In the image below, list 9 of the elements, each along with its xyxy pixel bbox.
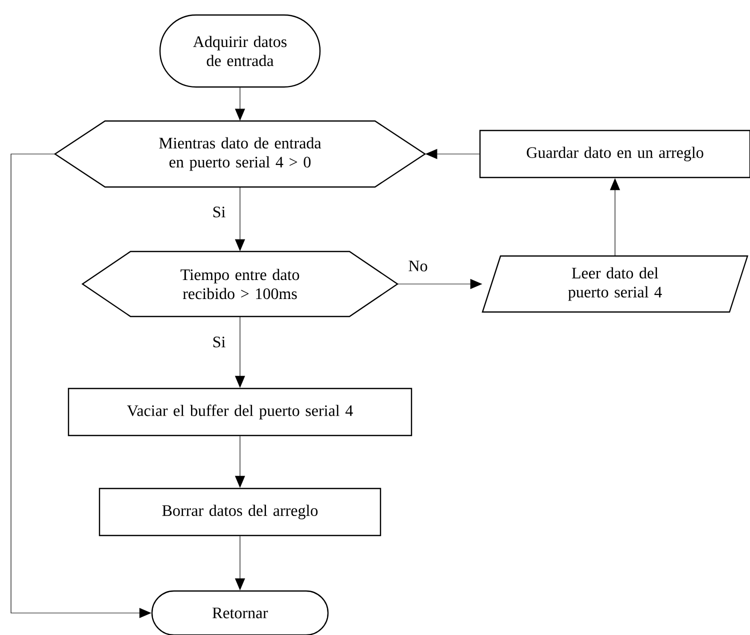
edge-label: No — [408, 260, 428, 272]
terminal-box: Adquirir datos de entrada — [159, 14, 321, 88]
process-box: Borrar datos del arreglo — [98, 488, 382, 536]
edge-label: Si — [213, 206, 226, 218]
terminal-box: Retornar — [151, 590, 329, 635]
process-box: Vaciar el buffer del puerto serial 4 — [68, 388, 412, 436]
edge-label: Si — [213, 336, 226, 348]
input-parallelogram: Leer dato del puerto serial 4 — [482, 255, 748, 313]
process-box: Guardar dato en un arreglo — [479, 130, 750, 178]
